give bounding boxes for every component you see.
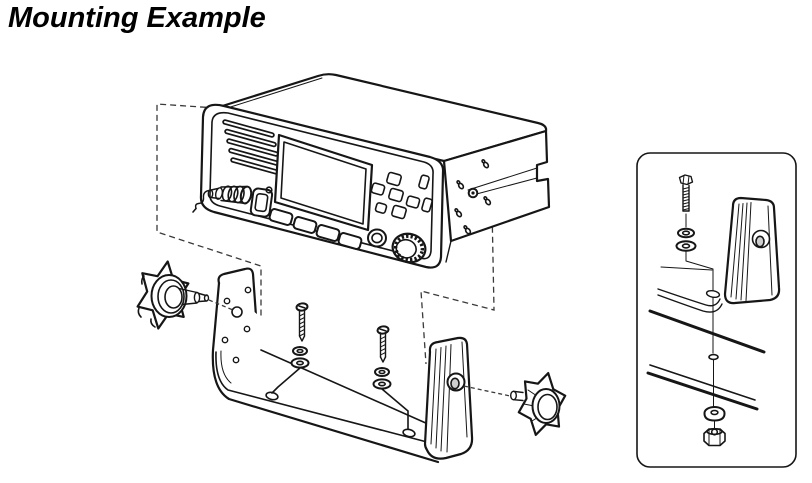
knob-alignment-left (208, 299, 234, 311)
inset-flat-washer (675, 240, 697, 252)
flat-washer-right (372, 378, 392, 390)
page-title: Mounting Example (8, 2, 266, 34)
lcd-display (273, 133, 374, 232)
knob-shaft-right (510, 390, 524, 402)
bracket-left-plate (211, 267, 440, 464)
side-mounting-hole (467, 187, 479, 199)
volume-knob (391, 232, 427, 264)
bracket-knob-hole-left (231, 306, 243, 318)
bracket-right-arm (423, 336, 474, 460)
mounting-surface (646, 309, 766, 411)
inset-base-hole (705, 289, 721, 299)
mounting-bracket (211, 267, 474, 464)
radio-unit (192, 73, 551, 269)
bracket-knob-right (510, 372, 567, 436)
inset-lower-flat-washer (703, 406, 726, 422)
inset-surface-hole (708, 353, 719, 361)
radio-side-panel (442, 129, 551, 263)
knob-shaft-left (178, 287, 210, 306)
self-tapping-screw-right (372, 325, 409, 430)
speaker-grille (222, 119, 283, 176)
bracket-base-hole-right (402, 428, 416, 438)
spring-washer-right (374, 367, 390, 377)
microphone-hanger (249, 186, 274, 218)
round-button (367, 228, 387, 248)
bracket-knob-left (136, 260, 210, 330)
inset-bracket-arm (657, 196, 781, 313)
spring-washer-left (292, 346, 308, 356)
inset-leader-mid (685, 250, 714, 291)
leader-line-left (271, 367, 301, 394)
self-tapping-screw-left (271, 302, 310, 394)
detail-inset (636, 152, 797, 468)
knob-alignment-right (463, 385, 511, 397)
hex-bolt (678, 174, 694, 212)
leader-line-right (381, 388, 409, 430)
hex-nut (703, 427, 726, 447)
side-screw-icons (454, 159, 492, 235)
inset-frame (636, 152, 797, 468)
microphone-connector (192, 185, 253, 213)
keypad-cluster (370, 171, 433, 220)
softkey-row (268, 208, 363, 250)
inset-spring-washer (677, 227, 695, 239)
flat-washer-left (290, 357, 310, 369)
